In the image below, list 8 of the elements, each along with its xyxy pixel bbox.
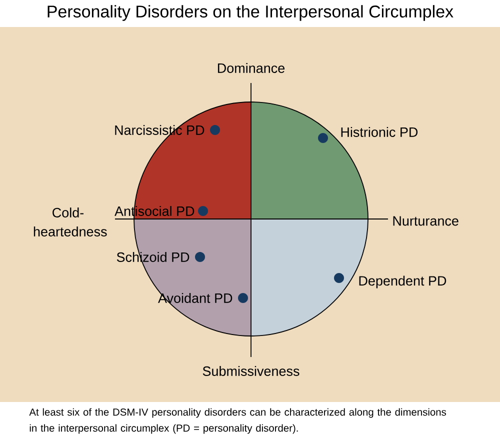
title: Personality Disorders on the Interpersonal Circumplex [48,5,454,21]
axis-label: Cold- heartedness [34,208,107,236]
axis-label: Submissiveness [202,366,300,376]
caption: At least six of the DSM-IV personality disorders can be characterized along the dimensions in the interpersonal circumplex (PD = personality disorder). [29,408,446,434]
axis-label: Dominance [218,63,285,73]
axis-label: Nurturance [393,216,458,226]
point-label: Histrionic PD [341,127,418,137]
point-label: Dependent PD [359,276,446,288]
